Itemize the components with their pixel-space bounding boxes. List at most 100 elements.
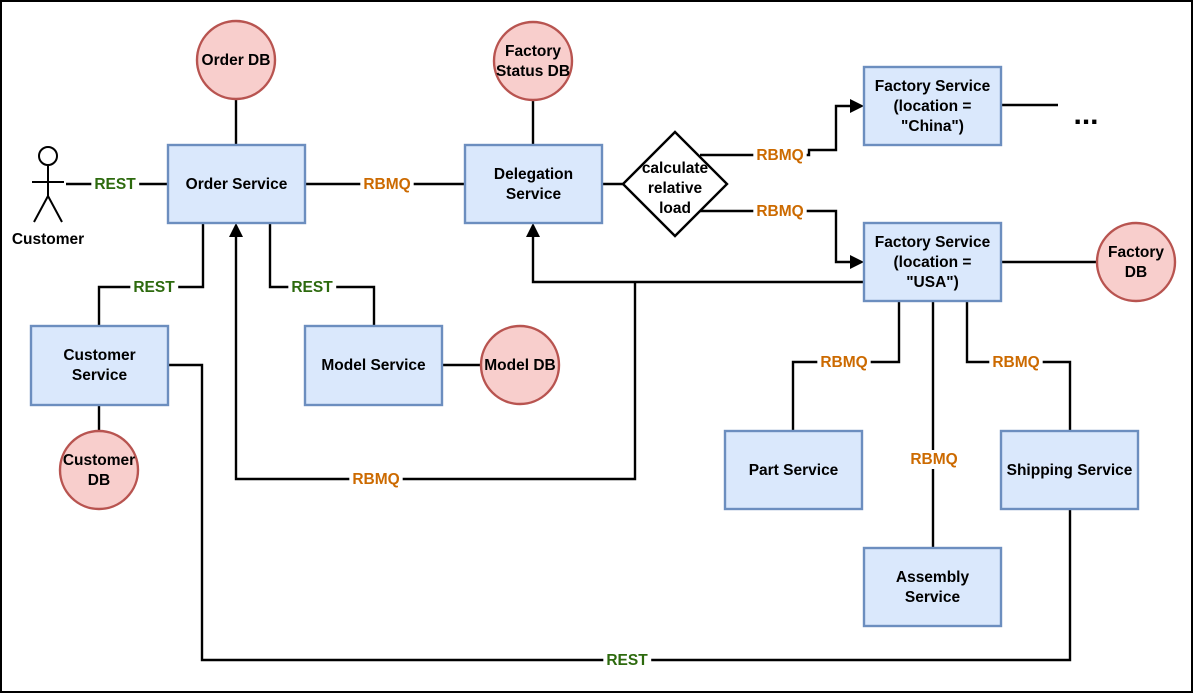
factory-db-circle xyxy=(1095,221,1177,303)
label-customer-shipping: REST xyxy=(606,652,648,669)
order-db-circle xyxy=(195,19,277,101)
shipping-service-label: Shipping Service xyxy=(1007,462,1133,479)
edge-label-background xyxy=(907,450,961,469)
edge-label-background xyxy=(989,353,1043,372)
label-line: Service xyxy=(506,186,562,203)
label-line: Service xyxy=(72,367,128,384)
label-decision-usa: RBMQ xyxy=(756,203,803,220)
label-line: Factory Service xyxy=(875,78,991,95)
part-service-box xyxy=(723,429,864,511)
model-db: Model DB xyxy=(479,324,561,406)
edge-customer-to-shipping-rest xyxy=(168,363,1072,662)
label-usa-shipping: RBMQ xyxy=(992,354,1039,371)
factory-service-usa: Factory Service (location = "USA") xyxy=(862,221,1003,303)
order-db: Order DB xyxy=(195,19,277,101)
label-line: Assembly xyxy=(896,569,970,586)
label-line: calculate xyxy=(642,160,709,177)
label-line: Factory xyxy=(505,43,561,60)
label-line: load xyxy=(659,200,691,217)
factory-usa-box xyxy=(862,221,1003,303)
label-line: Delegation xyxy=(494,166,573,183)
customer-actor: Customer xyxy=(12,146,84,248)
label-delegation-to-order: RBMQ xyxy=(352,471,399,488)
label-customer-order: REST xyxy=(94,176,136,193)
edge-label-background xyxy=(753,146,807,165)
label-line: Service xyxy=(905,589,961,606)
part-service: Part Service xyxy=(723,429,864,511)
factory-china-label: Factory Service (location = "China") xyxy=(875,78,991,135)
load-decision: calculate relative load xyxy=(621,130,729,238)
order-service-box xyxy=(166,143,307,225)
customer-actor-label: Customer xyxy=(12,231,84,248)
factory-service-china: Factory Service (location = "China") xyxy=(862,65,1003,147)
label-line: Customer xyxy=(63,452,135,469)
edge-delegation-to-order-rbmq xyxy=(234,236,637,481)
load-decision-label: calculate relative load xyxy=(642,160,709,217)
arrowhead-to-delegation xyxy=(526,223,540,237)
delegation-service-box xyxy=(463,143,604,225)
load-decision-diamond xyxy=(621,130,729,238)
label-line: "China") xyxy=(901,118,964,135)
edge-usa-to-delegation xyxy=(531,236,864,284)
label-decision-china: RBMQ xyxy=(756,147,803,164)
label-line: Status DB xyxy=(496,63,570,80)
shipping-service: Shipping Service xyxy=(999,429,1140,511)
order-service-label: Order Service xyxy=(186,176,288,193)
label-line: "USA") xyxy=(906,274,959,291)
order-db-label: Order DB xyxy=(202,52,271,69)
label-line: Factory xyxy=(1108,244,1164,261)
label-line: relative xyxy=(648,180,703,197)
order-service: Order Service xyxy=(166,143,307,225)
model-db-label: Model DB xyxy=(484,357,555,374)
label-line: DB xyxy=(88,472,110,489)
label-line: Order Service xyxy=(186,176,288,193)
edge-label-background xyxy=(130,278,179,297)
model-service-label: Model Service xyxy=(321,357,426,374)
label-usa-part: RBMQ xyxy=(820,354,867,371)
label-line: (location = xyxy=(894,254,972,271)
label-usa-assembly: RBMQ xyxy=(910,451,957,468)
factory-status-db-circle xyxy=(492,20,574,102)
label-order-model: REST xyxy=(291,279,333,296)
model-db-circle xyxy=(479,324,561,406)
label-line: Shipping Service xyxy=(1007,462,1133,479)
arrowhead-to-china xyxy=(850,99,864,113)
edge-label-background xyxy=(817,353,871,372)
customer-db-circle xyxy=(58,429,140,511)
label-order-delegation: RBMQ xyxy=(363,176,410,193)
edge-label-background xyxy=(91,175,140,194)
edge-label-background xyxy=(360,175,414,194)
more-factories-ellipsis: ... xyxy=(1073,98,1098,131)
arrowhead-to-usa xyxy=(850,255,864,269)
factory-china-box xyxy=(862,65,1003,147)
label-line: Part Service xyxy=(749,462,839,479)
edge-label-background xyxy=(288,278,337,297)
customer-service-box xyxy=(29,324,170,407)
label-order-customer-service: REST xyxy=(133,279,175,296)
part-service-label: Part Service xyxy=(749,462,839,479)
label-line: Model Service xyxy=(321,357,426,374)
label-line: (location = xyxy=(894,98,972,115)
assembly-service-box xyxy=(862,546,1003,628)
model-service: Model Service xyxy=(303,324,444,407)
label-line: Customer xyxy=(63,347,135,364)
actor-body xyxy=(32,165,64,223)
label-line: DB xyxy=(1125,264,1147,281)
edge-label-background xyxy=(603,651,652,670)
edge-label-background xyxy=(753,202,807,221)
label-line: Factory Service xyxy=(875,234,991,251)
edge-label-background xyxy=(349,470,403,489)
label-line: Order DB xyxy=(202,52,271,69)
edge-labels: REST RBMQ REST REST RBMQ RBMQ RBMQ RBMQ … xyxy=(91,146,1043,670)
